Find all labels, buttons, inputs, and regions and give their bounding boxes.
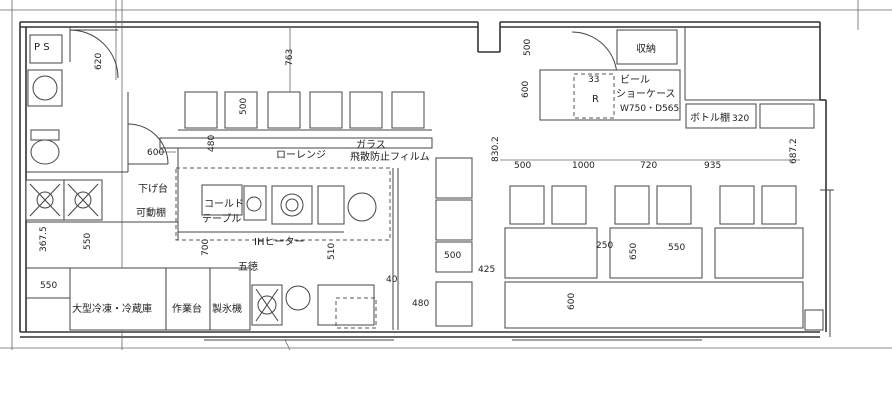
toilet-tank <box>30 129 60 141</box>
beer-size-label: W750・D565 <box>620 104 679 114</box>
dim-480-top: 480 <box>207 135 217 152</box>
dim-550-mid: 550 <box>668 243 685 253</box>
storage-door-swing <box>571 31 618 78</box>
dim-550-bottom-left: 550 <box>40 281 57 291</box>
cold-table-label-1: コールド <box>204 199 244 210</box>
dim-650: 650 <box>629 243 639 260</box>
work-table-label: 作業台 <box>172 302 202 315</box>
dim-500-shelf: 500 <box>239 98 249 115</box>
dim-367-5: 367.5 <box>39 226 49 252</box>
refrigerator-label: 大型冷凍・冷蔵庫 <box>72 302 152 315</box>
entrance <box>204 339 702 351</box>
kadou-label: 可動棚 <box>136 206 166 219</box>
ih-heater-1 <box>243 185 267 221</box>
dim-687-2: 687.2 <box>789 138 799 164</box>
ice-machine <box>209 267 251 331</box>
dim-830-2: 830.2 <box>491 136 501 162</box>
sink-counter <box>317 284 375 326</box>
pot-icon <box>347 192 377 222</box>
ih-heater-2 <box>271 185 313 225</box>
dining-area: 収納 R ビール ショーケース W750・D565 33 ボトル棚 320 50… <box>491 29 824 331</box>
r-label: R <box>592 94 599 105</box>
bottle-shelf-label: ボトル棚 <box>690 111 730 124</box>
cold-table-label-2: テーブル <box>202 212 241 225</box>
range-label: ローレンジ <box>276 150 326 161</box>
corner-shelf <box>759 103 815 129</box>
toilet-room: P S 620 <box>26 27 169 173</box>
dim-1000: 1000 <box>572 161 595 171</box>
sink-bowl-icon <box>32 75 58 101</box>
dim-600-left: 600 <box>147 148 164 158</box>
sage-label: 下げ台 <box>138 182 168 195</box>
toilet-entry-door-swing <box>127 123 169 165</box>
dim-500-bottom: 500 <box>514 161 531 171</box>
outer-walls <box>19 21 834 338</box>
dim-500-right: 500 <box>523 39 533 56</box>
dim-600-bottom: 600 <box>567 293 577 310</box>
burner-icon <box>280 193 304 217</box>
work-table <box>165 267 211 331</box>
service-column: 500 480 425 <box>412 157 495 327</box>
dim-763: 763 <box>285 49 295 66</box>
dim-700: 700 <box>201 239 211 256</box>
dim-480-bottom: 480 <box>412 299 429 309</box>
dim-250: 250 <box>596 241 613 251</box>
beer-label-1: ビール <box>620 74 650 86</box>
glass-label-2: 飛散防止フィルム <box>350 150 430 163</box>
large-refrigerator <box>69 267 167 331</box>
bottle-shelf <box>685 103 757 129</box>
beer-label-2: ショーケース <box>616 88 676 100</box>
table-3 <box>714 227 804 279</box>
ps-box <box>29 34 63 64</box>
beer-showcase <box>539 69 681 121</box>
dim-720: 720 <box>640 161 657 171</box>
gotoku-label: 五徳 <box>238 260 258 273</box>
dim-510: 510 <box>327 243 337 260</box>
bench-seat <box>504 281 804 329</box>
ps-label: P S <box>34 42 50 53</box>
table-1 <box>504 227 598 279</box>
dim-33: 33 <box>588 75 599 85</box>
dim-320: 320 <box>732 114 749 124</box>
dim-40: 40 <box>386 275 398 285</box>
top-shelves: 500 763 <box>178 27 432 131</box>
table-2 <box>609 227 703 279</box>
glass-partition <box>175 167 391 241</box>
toilet-door-swing <box>69 29 119 79</box>
gotoku-pot-icon <box>285 285 311 311</box>
low-range <box>317 185 345 225</box>
dim-425: 425 <box>478 265 495 275</box>
dim-935: 935 <box>704 161 721 171</box>
dim-600-right: 600 <box>521 81 531 98</box>
glass-label-1: ガラス <box>356 139 386 151</box>
ih-heater-label: IHヒーター <box>254 236 304 248</box>
dim-550-left: 550 <box>83 233 93 250</box>
dim-500-mid: 500 <box>444 251 461 261</box>
ice-machine-label: 製氷機 <box>212 302 242 315</box>
toilet-icon <box>30 139 60 165</box>
storage-box <box>616 29 678 65</box>
kitchen: 600 480 ローレンジ ガラス 飛散防止フィルム コールド テーブル IHヒ… <box>25 135 433 331</box>
cold-table <box>201 184 243 216</box>
dim-620: 620 <box>94 53 104 70</box>
storage-label: 収納 <box>636 42 656 55</box>
